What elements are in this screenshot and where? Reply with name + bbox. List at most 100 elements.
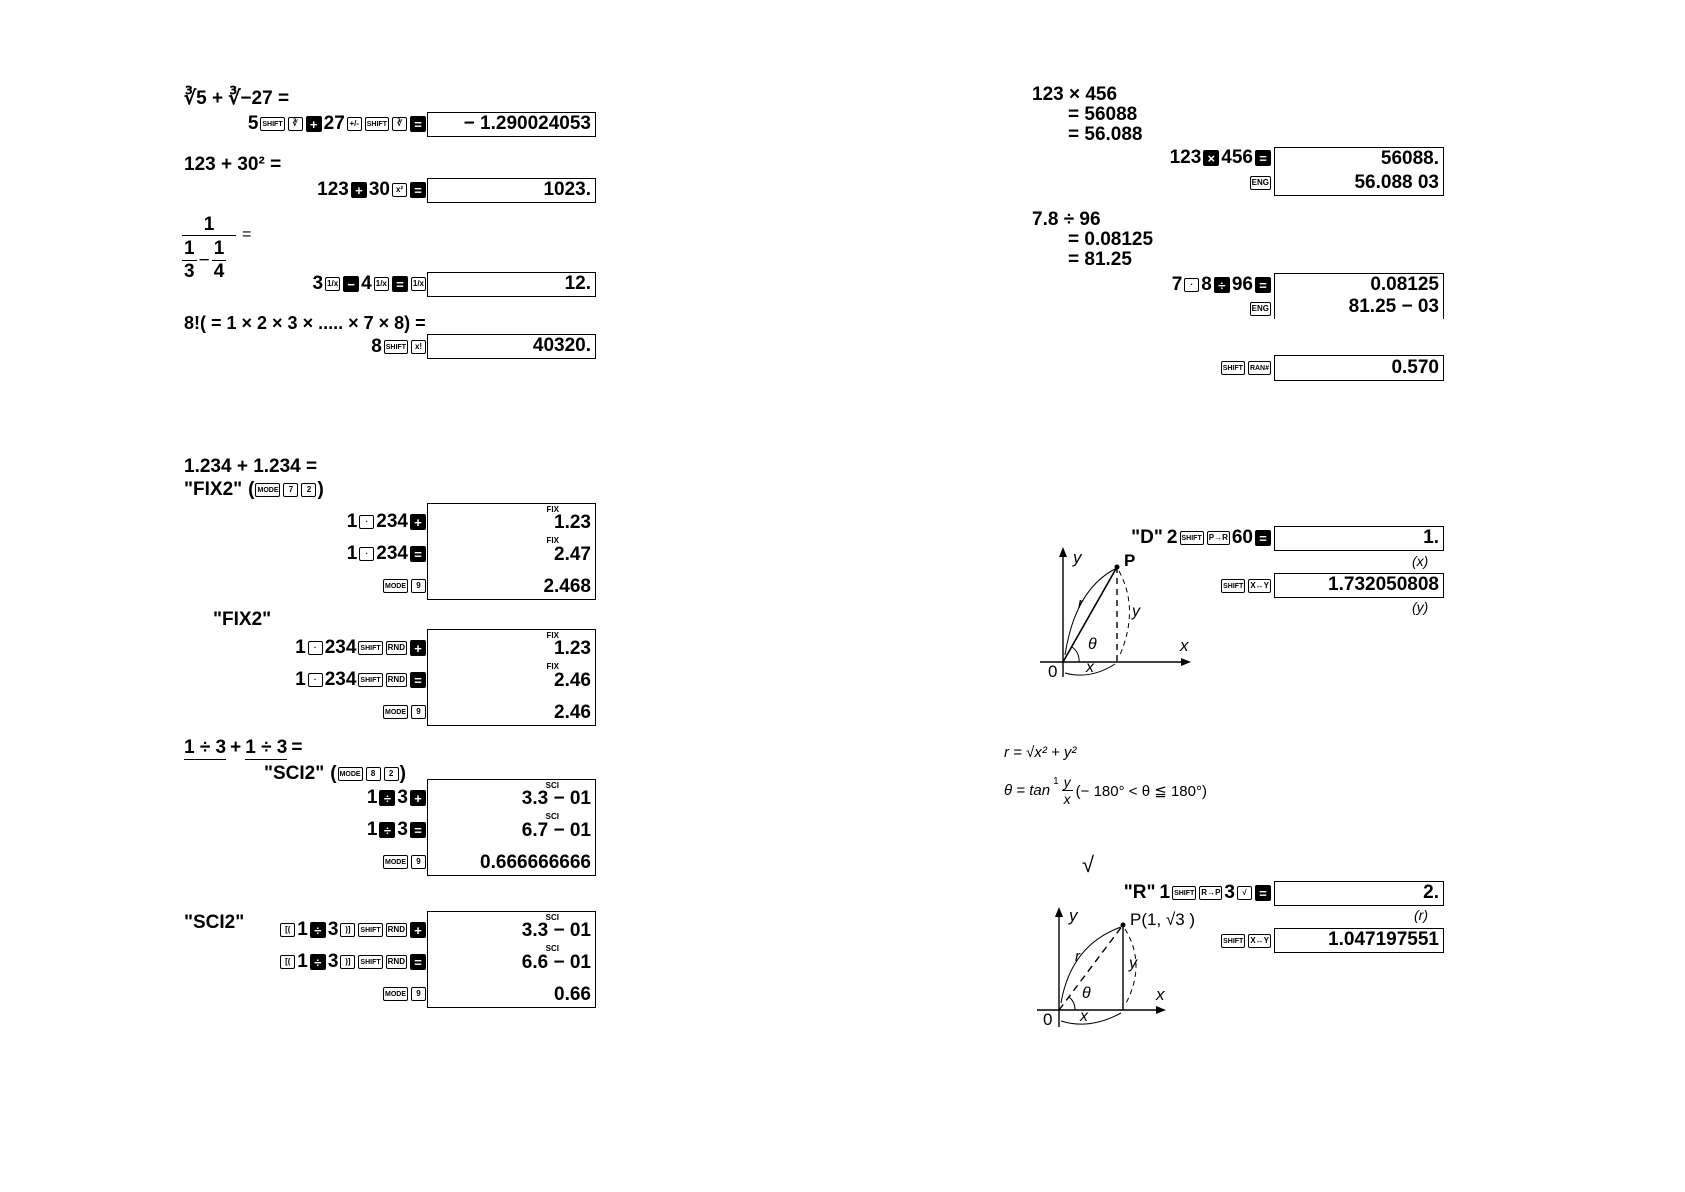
open-paren-key: [( bbox=[280, 955, 296, 969]
decimal-point-key: · bbox=[307, 641, 323, 655]
sqrt-symbol: √ bbox=[1082, 852, 1095, 877]
x-y-swap-key: X↔Y bbox=[1248, 934, 1271, 948]
rp-diagram bbox=[1037, 907, 1166, 1027]
display-value: 0.08125 bbox=[1370, 274, 1439, 295]
display-value: 2.46 bbox=[554, 702, 591, 723]
row-key-sequence: 1÷3+ bbox=[367, 787, 427, 809]
eng2-line1: 7.8 ÷ 96 bbox=[1032, 209, 1101, 230]
key-digits: 3 bbox=[1224, 882, 1235, 903]
fix-mode-label: "FIX2" bbox=[184, 479, 243, 500]
key-digits: 7 bbox=[1171, 274, 1183, 295]
p-to-r-key: P→R bbox=[1206, 531, 1230, 545]
display-eng2-eng: 81.25 − 03 bbox=[1274, 296, 1444, 319]
rp-mode-label: "R" bbox=[1123, 882, 1156, 903]
formula-theta-range: (− 180° < θ ≦ 180°) bbox=[1075, 782, 1207, 800]
rp-note-r: (r) bbox=[1414, 907, 1428, 923]
expr-sci: 1 ÷ 3+1 ÷ 3= bbox=[184, 737, 302, 760]
equals-key: = bbox=[1255, 277, 1271, 293]
key-digits: 1 bbox=[366, 819, 378, 840]
display-value: 1. bbox=[1423, 527, 1439, 548]
key-digits: 234 bbox=[324, 669, 357, 690]
key-digits: 234 bbox=[376, 543, 408, 564]
display-value: 1023. bbox=[543, 179, 591, 200]
rp-label-seg-x: x bbox=[1080, 1008, 1088, 1025]
display-value: − 1.290024053 bbox=[463, 113, 591, 134]
key-digits: 1 bbox=[346, 511, 358, 532]
keyseq-eng1: 123×456= bbox=[1170, 147, 1272, 169]
decimal-point-key: · bbox=[359, 547, 375, 561]
formula-frac-num: y bbox=[1061, 774, 1073, 791]
rp-label-seg-y: y bbox=[1129, 955, 1137, 972]
divide-key: ÷ bbox=[379, 822, 396, 838]
equals-key: = bbox=[410, 822, 426, 838]
expr-factorial: 8!( = 1 × 2 × 3 × ..... × 7 × 8) = bbox=[184, 313, 426, 333]
frac-equals: = bbox=[242, 226, 252, 243]
display-square: 1023. bbox=[427, 178, 596, 203]
display-value: 56088. bbox=[1380, 148, 1439, 169]
eng2-line3: = 81.25 bbox=[1068, 249, 1132, 270]
frac-b-num: 1 bbox=[211, 238, 227, 261]
divide-key: ÷ bbox=[1213, 277, 1230, 293]
key-digits: 1 bbox=[346, 543, 358, 564]
pr-y-arc bbox=[1118, 570, 1130, 658]
key-digits: 3 bbox=[327, 951, 339, 972]
pr-r-arc bbox=[1064, 568, 1116, 656]
display-value: 0.666666666 bbox=[480, 852, 591, 873]
key-digits: 3 bbox=[397, 787, 408, 808]
sci-mode-label: "SCI2" bbox=[264, 763, 325, 784]
sci-term-2: 1 ÷ 3 bbox=[245, 737, 288, 760]
key-digits: 5 bbox=[247, 113, 259, 134]
eng-key: ENG bbox=[1249, 176, 1271, 190]
mode-key: MODE bbox=[383, 705, 408, 719]
equals-key: = bbox=[410, 182, 426, 198]
cube-root-key: ∛ bbox=[287, 117, 303, 131]
rp-x-arrow bbox=[1156, 1006, 1166, 1014]
eng1-line1: 123 × 456 bbox=[1032, 84, 1118, 105]
pr-label-x: x bbox=[1180, 636, 1189, 655]
display-value: 0.66 bbox=[554, 984, 591, 1005]
equals-key: = bbox=[1255, 150, 1271, 166]
shift-key: SHIFT bbox=[358, 673, 383, 687]
row-display: 0.66 bbox=[427, 975, 596, 1008]
display-eng1-eng: 56.088 03 bbox=[1274, 171, 1444, 196]
display-value: 3.3 − 01 bbox=[521, 920, 591, 941]
rp-theta-arc bbox=[1068, 996, 1076, 1011]
rp-label-theta: θ bbox=[1082, 985, 1091, 1002]
key-digits: 123 bbox=[1169, 147, 1202, 168]
rnd-key: RND bbox=[385, 641, 407, 655]
display-value: 1.23 bbox=[554, 638, 591, 659]
keyseq-eng2: 7·8÷96= bbox=[1172, 274, 1272, 296]
minus-key: − bbox=[343, 276, 360, 292]
sci-plus: + bbox=[230, 737, 242, 758]
display-indicator: FIX bbox=[546, 505, 559, 514]
key-digits: 60 bbox=[1231, 527, 1253, 548]
pr-diagram bbox=[1040, 547, 1191, 677]
plus-key: + bbox=[410, 640, 426, 656]
plus-key: + bbox=[410, 790, 426, 806]
key-digits: 4 bbox=[361, 273, 372, 294]
digit-key-9: 9 bbox=[411, 579, 426, 593]
rp-label-r: r bbox=[1075, 948, 1080, 965]
pr-point bbox=[1114, 564, 1120, 570]
digit-key-8: 8 bbox=[365, 767, 381, 781]
